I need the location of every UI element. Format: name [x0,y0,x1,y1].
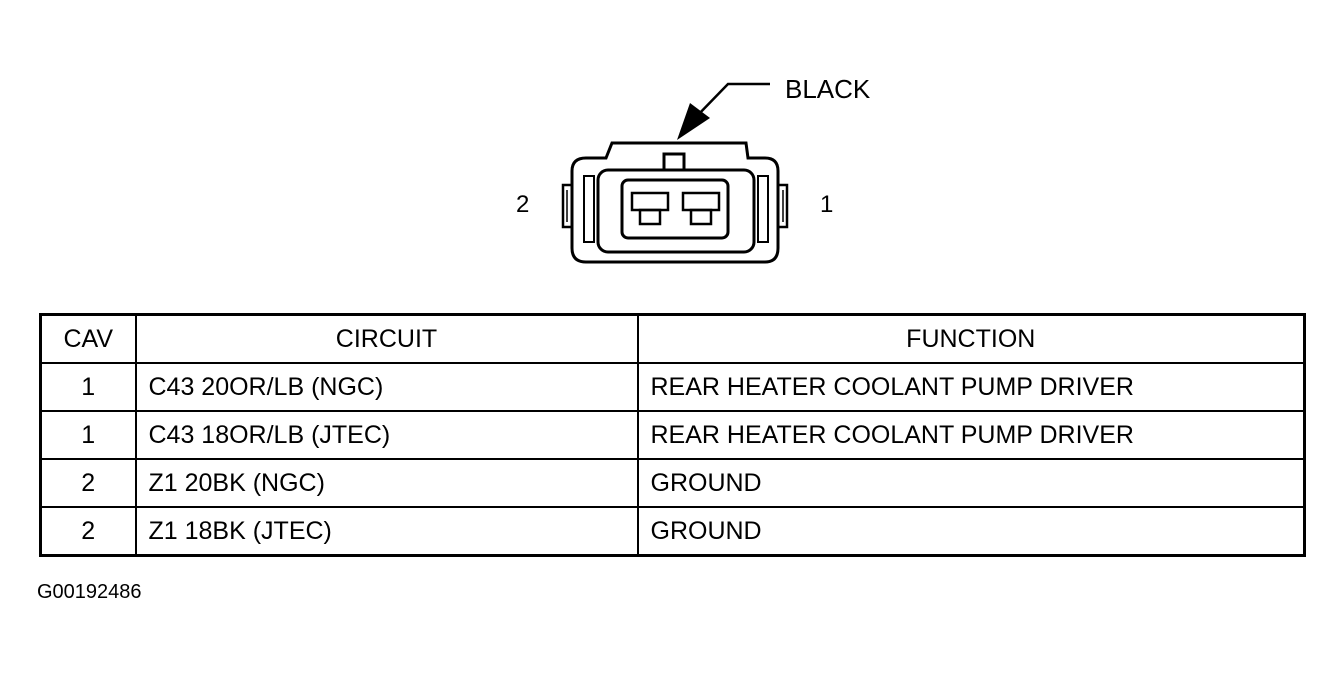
cell-function: GROUND [636,458,1306,508]
connector-color-label: BLACK [785,74,871,104]
cavity-2-terminal [630,191,670,226]
table-row: 1 C43 18OR/LB (JTEC) REAR HEATER COOLANT… [39,410,1306,460]
cell-function: REAR HEATER COOLANT PUMP DRIVER [636,410,1306,460]
cell-circuit: C43 20OR/LB (NGC) [134,362,639,412]
table-row: 2 Z1 20BK (NGC) GROUND [39,458,1306,508]
connector-housing [561,141,789,264]
color-callout-leader [677,82,770,140]
cell-circuit: Z1 18BK (JTEC) [134,506,639,557]
table-header-row: CAV CIRCUIT FUNCTION [39,313,1306,364]
table-row: 2 Z1 18BK (JTEC) GROUND [39,506,1306,557]
cavity-2-label: 2 [516,191,529,218]
cell-cav: 1 [39,410,137,460]
cavity-1-terminal [681,191,721,226]
header-circuit: CIRCUIT [134,313,639,364]
cell-circuit: C43 18OR/LB (JTEC) [134,410,639,460]
connector-diagram: BLACK 2 1 [516,74,871,264]
cell-function: GROUND [636,506,1306,557]
cell-cav: 2 [39,458,137,508]
cell-cav: 1 [39,362,137,412]
table-row: 1 C43 20OR/LB (NGC) REAR HEATER COOLANT … [39,362,1306,412]
figure-id: G00192486 [37,581,142,603]
connector-face [583,168,769,254]
cell-cav: 2 [39,506,137,557]
cell-function: REAR HEATER COOLANT PUMP DRIVER [636,362,1306,412]
pinout-table: CAV CIRCUIT FUNCTION 1 C43 20OR/LB (NGC)… [39,313,1306,557]
header-cav: CAV [39,313,137,364]
cell-circuit: Z1 20BK (NGC) [134,458,639,508]
header-function: FUNCTION [636,313,1306,364]
cavity-1-label: 1 [820,191,833,218]
